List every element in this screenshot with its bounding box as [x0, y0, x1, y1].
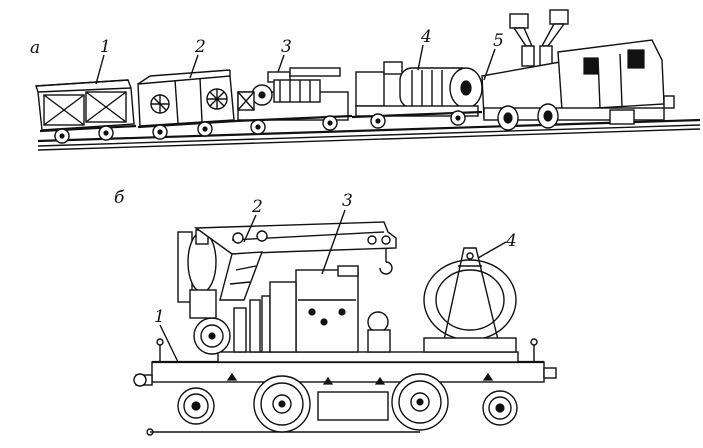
callout-a-4: 4	[420, 27, 432, 47]
crane-boom	[193, 221, 397, 301]
locomotive-5	[481, 9, 675, 131]
panel-b: б	[114, 188, 557, 436]
callout-b-4: 4	[505, 231, 517, 251]
callout-b-2: 2	[251, 197, 263, 217]
panel-b-callouts: 1 2 3 4	[154, 191, 517, 363]
winch-drum	[423, 247, 517, 353]
panel-a-rails	[37, 118, 701, 151]
chassis-frame	[133, 338, 557, 436]
wagon-4	[351, 61, 483, 129]
pump-assembly	[177, 229, 271, 355]
wagon-1	[35, 79, 137, 144]
callout-a-3: 3	[281, 37, 292, 57]
panel-a-callouts: 1 2 3 4 5	[95, 27, 504, 85]
control-cabinet	[269, 265, 391, 353]
panel-b-label: б	[114, 188, 125, 208]
wagon-2	[137, 69, 237, 140]
callout-b-1: 1	[154, 307, 165, 327]
wheel-large-left	[253, 375, 311, 433]
callout-a-5: 5	[493, 31, 504, 51]
wheel-small-right	[482, 390, 518, 426]
wheel-small-left	[177, 387, 215, 425]
wagon-3	[235, 67, 353, 135]
panel-a: а	[30, 9, 701, 151]
wheel-large-right	[391, 373, 449, 431]
callout-a-1: 1	[100, 37, 111, 57]
callout-a-2: 2	[194, 37, 206, 57]
panel-a-label: а	[30, 38, 40, 58]
callout-b-3: 3	[342, 191, 353, 211]
